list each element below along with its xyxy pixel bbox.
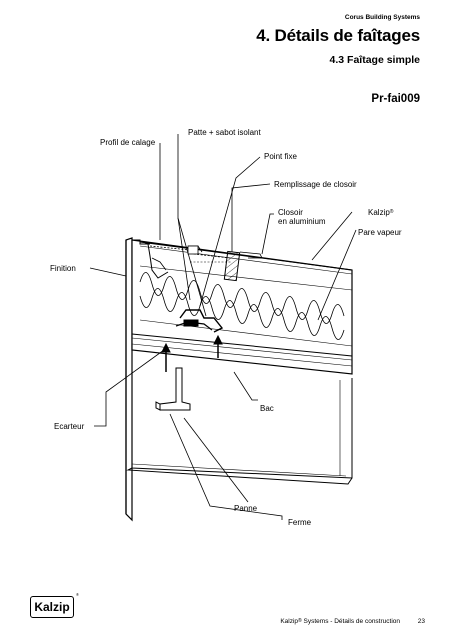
company-name: Corus Building Systems xyxy=(344,14,420,21)
label-kalzip-reg: ® xyxy=(389,209,394,215)
label-pare-vapeur: Pare vapeur xyxy=(358,228,402,237)
section-subtitle: 4.3 Faîtage simple xyxy=(329,54,420,66)
detail-reference: Pr-fai009 xyxy=(371,93,420,105)
kalzip-logo-reg: ® xyxy=(76,592,79,597)
label-remplissage: Remplissage de closoir xyxy=(274,180,357,189)
footer-brand-reg: ® xyxy=(298,618,302,624)
ridge-closure xyxy=(143,241,263,282)
label-finition: Finition xyxy=(50,264,76,273)
label-ecarteur: Ecarteur xyxy=(54,422,85,431)
footer-text: Kalzip® Systems - Détails de constructio… xyxy=(280,618,400,625)
label-point-fixe: Point fixe xyxy=(264,152,297,161)
label-closoir: Closoir en aluminium xyxy=(278,208,326,226)
footer-description: Systems - Détails de construction xyxy=(301,618,400,625)
label-profil-de-calage: Profil de calage xyxy=(100,138,156,147)
label-bac: Bac xyxy=(260,404,274,413)
fixing-clip xyxy=(175,309,224,333)
leader-lines xyxy=(89,134,357,520)
kalzip-logo: Kalzip xyxy=(30,596,74,618)
ecarteur-profile xyxy=(155,367,191,411)
roof-panel xyxy=(131,239,353,375)
ferme-truss xyxy=(125,237,133,522)
footer-brand: Kalzip xyxy=(280,618,299,625)
label-kalzip-text: Kalzip xyxy=(368,208,390,217)
label-closoir-line2: en aluminium xyxy=(278,217,326,226)
label-panne: Panne xyxy=(234,504,258,513)
label-kalzip: Kalzip® xyxy=(368,208,393,217)
label-closoir-line1: Closoir xyxy=(278,208,303,217)
bac-structure xyxy=(126,350,353,485)
label-patte-sabot: Patte + sabot isolant xyxy=(188,128,261,137)
page-title: 4. Détails de faîtages xyxy=(256,26,420,45)
page-number: 23 xyxy=(417,618,425,625)
label-ferme: Ferme xyxy=(288,518,312,527)
